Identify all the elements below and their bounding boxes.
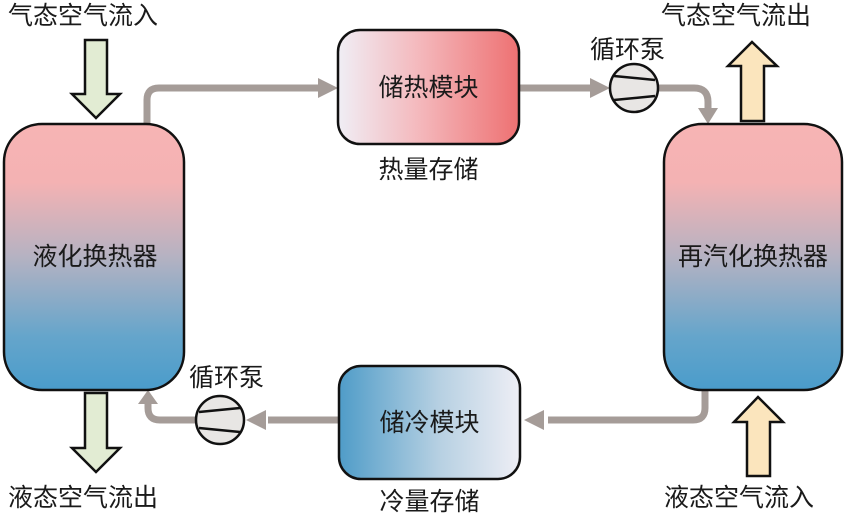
pipe-pump-to-regasifier bbox=[658, 84, 712, 110]
gas-air-outflow-arrow bbox=[724, 40, 781, 123]
liquid-air-inflow-arrow bbox=[731, 395, 787, 478]
liquefaction-hx-label: 液化换热器 bbox=[32, 242, 158, 271]
cold-storage-caption: 冷量存储 bbox=[379, 487, 480, 516]
arrowhead-to-pump-top bbox=[590, 78, 610, 98]
gas-air-outflow-label: 气态空气流出 bbox=[661, 1, 812, 30]
pump-icon bbox=[194, 394, 246, 446]
arrowhead-to-pump-bottom bbox=[246, 410, 266, 430]
liquefaction-heat-exchanger[interactable] bbox=[2, 122, 186, 392]
heat-storage-label: 储热模块 bbox=[378, 73, 479, 102]
arrowhead-to-heat-storage bbox=[318, 78, 338, 98]
regasification-hx-label: 再汽化换热器 bbox=[677, 242, 828, 271]
pump-icon bbox=[608, 62, 660, 114]
pipe-liquefier-to-heat-storage bbox=[143, 84, 322, 124]
pump-top-label: 循环泵 bbox=[590, 35, 666, 64]
gas-air-inflow-label: 气态空气流入 bbox=[8, 1, 159, 30]
liquid-air-outflow-arrow bbox=[68, 391, 124, 474]
liquid-air-inflow-label: 液态空气流入 bbox=[664, 483, 815, 512]
arrowhead-to-liquefier bbox=[138, 390, 158, 404]
heat-storage-caption: 热量存储 bbox=[378, 155, 479, 184]
pump-top[interactable] bbox=[608, 62, 660, 114]
pipe-regasifier-to-cold-storage bbox=[548, 390, 709, 424]
pipe-pump-to-liquefier bbox=[144, 402, 196, 424]
pump-bottom[interactable] bbox=[194, 394, 246, 446]
gas-air-inflow-arrow bbox=[68, 38, 124, 120]
heat-storage-module[interactable] bbox=[336, 28, 521, 146]
arrowhead-to-cold-storage bbox=[524, 410, 544, 430]
cold-storage-label: 储冷模块 bbox=[379, 408, 480, 437]
arrowhead-to-regasifier bbox=[698, 108, 718, 124]
regasification-heat-exchanger[interactable] bbox=[662, 122, 844, 392]
pump-bottom-label: 循环泵 bbox=[189, 363, 265, 392]
liquid-air-outflow-label: 液态空气流出 bbox=[8, 483, 159, 512]
cold-storage-module[interactable] bbox=[337, 364, 522, 481]
